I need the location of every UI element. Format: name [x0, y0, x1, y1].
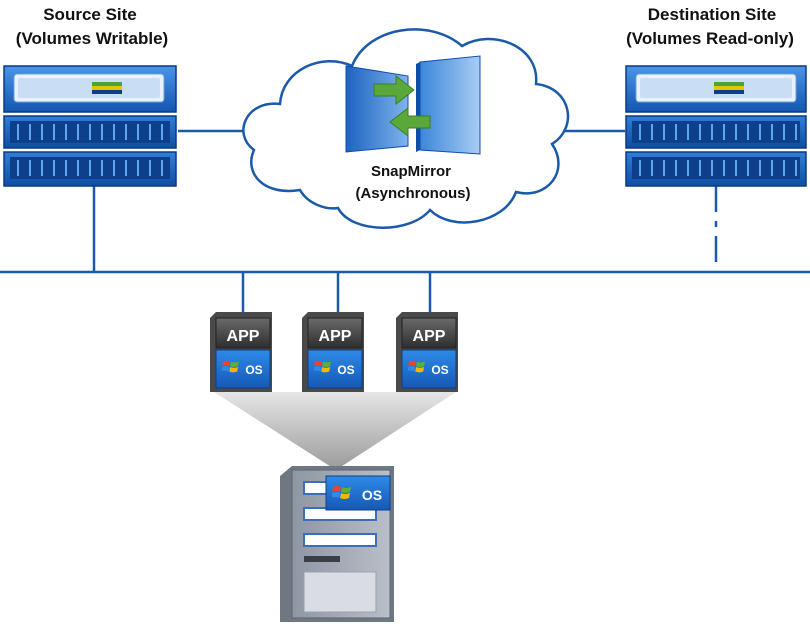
os-label: OS — [431, 363, 448, 377]
replication-mode: (Asynchronous) — [355, 185, 470, 202]
host-server: OS — [280, 466, 394, 622]
replication-name: SnapMirror — [371, 163, 451, 180]
app-label: APP — [227, 328, 260, 345]
forward-arrow-icon — [373, 74, 415, 106]
host-os-label: OS — [362, 487, 382, 503]
destination-site-subtitle: (Volumes Read-only) — [626, 29, 794, 48]
host-os-badge: OS — [325, 475, 391, 511]
app-label: APP — [413, 328, 446, 345]
replication-cloud: SnapMirror (Asynchronous) — [242, 28, 570, 229]
app-label: APP — [319, 328, 352, 345]
network-lines — [0, 129, 810, 312]
source-site-label: Source Site (Volumes Writable) — [16, 5, 168, 48]
app-server: APP OS — [210, 312, 272, 392]
app-server: APP OS — [302, 312, 364, 392]
os-label: OS — [337, 363, 354, 377]
destination-storage-head-unit — [625, 65, 807, 113]
consolidation-cone — [214, 392, 456, 470]
destination-site-title: Destination Site — [648, 5, 776, 24]
app-server: APP OS — [396, 312, 458, 392]
destination-storage-array — [625, 65, 807, 187]
drive-bay-stripes — [17, 124, 797, 176]
source-site-subtitle: (Volumes Writable) — [16, 29, 168, 48]
source-site-title: Source Site — [43, 5, 137, 24]
os-label: OS — [245, 363, 262, 377]
snapmirror-icon — [345, 55, 481, 155]
destination-disk-shelf-2 — [625, 151, 807, 187]
destination-site-label: Destination Site (Volumes Read-only) — [626, 5, 794, 48]
backward-arrow-icon — [389, 106, 431, 138]
destination-disk-shelf-1 — [625, 115, 807, 149]
source-storage-head-unit — [3, 65, 177, 113]
